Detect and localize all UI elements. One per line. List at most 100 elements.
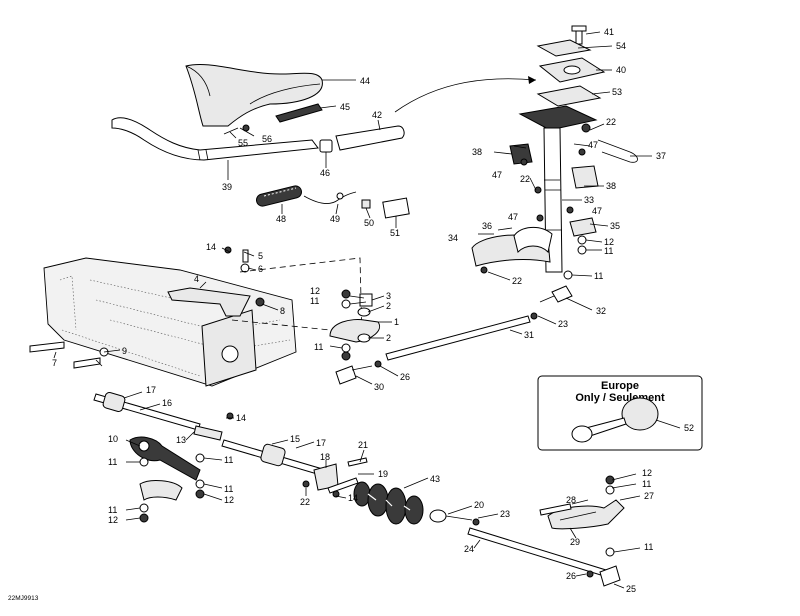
callout-22-low: 22: [512, 276, 522, 286]
callout-44: 44: [360, 76, 370, 86]
callout-28: 28: [566, 495, 576, 505]
end-20: [429, 509, 447, 523]
callout-20: 20: [474, 500, 484, 510]
callout-2-a: 2: [386, 301, 391, 311]
callout-12-l: 12: [108, 515, 118, 525]
lower-bracket-36: [513, 227, 553, 253]
callout-39: 39: [222, 182, 232, 192]
callout-11-l2: 11: [108, 505, 117, 515]
column-tube-rings: [544, 179, 562, 231]
clamp-53: [536, 85, 602, 107]
callout-45: 45: [340, 102, 350, 112]
callout-54: 54: [616, 41, 626, 51]
callout-12-col: 12: [604, 237, 614, 247]
spacer-3: [359, 293, 373, 307]
pivot-arm-1: [329, 319, 380, 343]
callout-43: 43: [430, 474, 440, 484]
callout-9: 9: [122, 346, 127, 356]
washer-11-pivot: [341, 299, 351, 309]
bolt-28: [539, 503, 572, 516]
bushing-2a: [357, 307, 371, 317]
assembly-arrow-head: [528, 76, 536, 84]
nut-47c: [536, 214, 544, 222]
bushing-17a: [102, 392, 126, 412]
callout-6: 6: [258, 264, 263, 274]
callout-32: 32: [596, 306, 606, 316]
callout-53: 53: [612, 87, 622, 97]
bolt-21: [347, 457, 368, 467]
bolt-7a: [29, 341, 65, 353]
coupler-46: [319, 139, 333, 153]
callout-15: 15: [290, 434, 300, 444]
callout-14-bracket: 14: [348, 493, 358, 503]
callout-11-l1: 11: [108, 457, 117, 467]
grip-heater: [256, 185, 302, 207]
handlebar-tube: [111, 117, 319, 161]
ball-joint-30-stud: [351, 365, 373, 371]
handlebar-pad-edge: [185, 65, 321, 105]
clamp-35: [569, 217, 597, 237]
washer-11-rod: [605, 547, 615, 557]
callout-14-link: 14: [236, 413, 246, 423]
europe-only-inset: Europe Only / Seulement 52: [537, 375, 703, 451]
nut-12-arm27: [605, 475, 615, 485]
callout-42: 42: [372, 110, 382, 120]
nut-47b: [578, 148, 586, 156]
callout-34: 34: [448, 233, 458, 243]
assembly-arrow: [394, 78, 537, 113]
washer-11-l1: [139, 457, 149, 467]
leader-52: [655, 419, 681, 429]
nut-8: [255, 297, 265, 307]
handlebar-extension: [335, 125, 405, 151]
dash-line-2: [231, 319, 331, 331]
callout-27: 27: [644, 491, 654, 501]
callout-17-a: 17: [146, 385, 156, 395]
column-bracket: [518, 105, 598, 131]
clamp-40-hole: [563, 65, 581, 75]
callout-12-pivot: 12: [310, 286, 320, 296]
tie-rod-31: [385, 315, 531, 361]
washer-11-r1: [195, 453, 205, 463]
callout-22-bracket: 22: [300, 497, 310, 507]
lower-ball-joint: [139, 480, 183, 501]
callout-14-top: 14: [206, 242, 216, 252]
handlebar-tube-bands: [197, 149, 209, 161]
nut-23-rod: [530, 312, 538, 320]
block-51: [382, 197, 410, 219]
nut-47a: [520, 158, 528, 166]
callout-2-b: 2: [386, 333, 391, 343]
callout-11-r1: 11: [224, 455, 233, 465]
pivot-arm-assembly: [329, 289, 538, 385]
callout-10: 10: [108, 434, 118, 444]
washer-11-base: [563, 270, 573, 280]
nut-26-lower: [586, 570, 594, 578]
bushing-38-lower: [571, 165, 599, 189]
callout-numbers: 44 45 55 56 42 39 46 48 49 50 51 41 54 4…: [52, 27, 666, 594]
callout-40: 40: [616, 65, 626, 75]
frame-hole: [221, 345, 239, 363]
callout-26-upper: 26: [400, 372, 410, 382]
washer-11-col: [577, 245, 587, 255]
callout-38-upper: 38: [472, 147, 482, 157]
bushing-38-upper: [509, 143, 533, 165]
nut-26-rod: [374, 360, 382, 368]
callout-7: 7: [52, 358, 57, 368]
callout-35: 35: [610, 221, 620, 231]
callout-29: 29: [570, 537, 580, 547]
callout-55: 55: [238, 138, 248, 148]
callout-22-mid: 22: [520, 174, 530, 184]
nut-22-bracket: [302, 480, 310, 488]
drawing-code: 22MJ9913: [8, 595, 39, 602]
rod-24: [467, 527, 607, 577]
chassis-frame: [29, 246, 297, 387]
callout-52: 52: [684, 423, 694, 433]
ball-joint-32-stud: [539, 295, 555, 303]
ball-joint-30: [335, 365, 357, 385]
nut-14-link: [226, 412, 234, 420]
callout-4: 4: [194, 274, 199, 284]
callout-41: 41: [604, 27, 614, 37]
callout-47-d: 47: [592, 206, 602, 216]
handlebar-pad: [185, 64, 323, 127]
callout-11-pivot: 11: [310, 296, 319, 306]
